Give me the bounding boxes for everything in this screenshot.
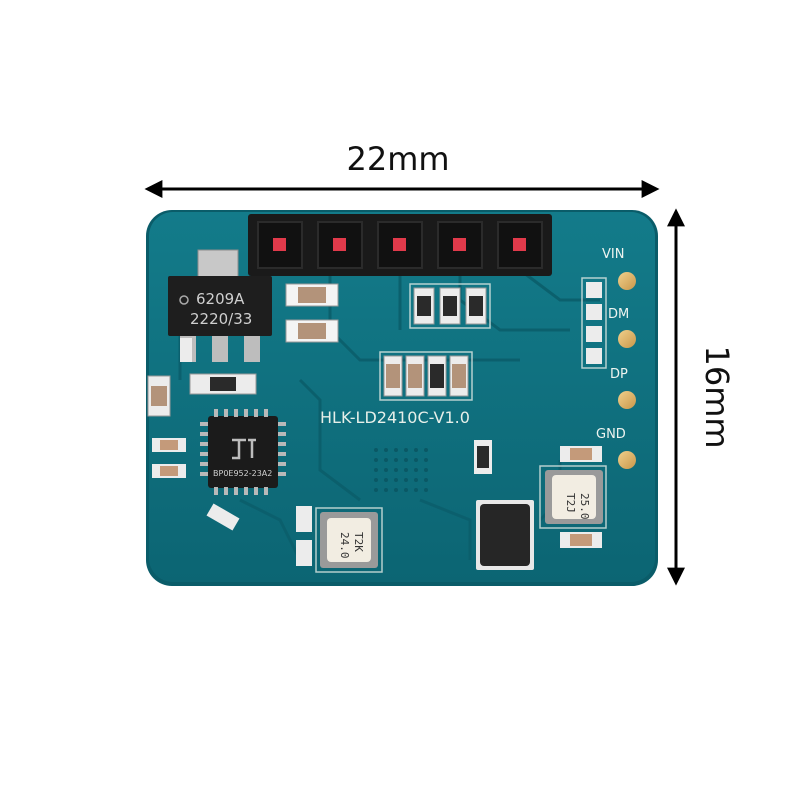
pcb-board: 6209A 2220/33 BP0E952-23A2: [146, 210, 658, 586]
width-label: 22mm: [346, 140, 449, 178]
height-dimension: 16mm: [667, 208, 736, 586]
capacitor-array: [413, 287, 487, 325]
crystal-top-line1: 25.0: [578, 493, 591, 520]
resistor-array: [586, 282, 602, 364]
mcu-marking: BP0E952-23A2: [213, 469, 272, 478]
regulator-marking-line1: 6209A: [196, 290, 245, 308]
inductor: [476, 500, 534, 570]
crystal-top-line2: T2J: [564, 493, 577, 513]
pad-dm: [618, 330, 636, 348]
capacitor: [285, 319, 339, 343]
resistor: [474, 440, 492, 474]
capacitor-array: [383, 355, 469, 397]
passive-components: [147, 282, 602, 566]
resistor: [180, 338, 192, 362]
header-pin: [257, 221, 303, 269]
regulator-marking-line2: 2220/33: [190, 310, 252, 328]
resistor: [206, 503, 240, 531]
pin-pads: VIN DM DP GND: [596, 247, 636, 469]
crystal-bottom-line2: T2K: [352, 532, 365, 552]
height-label: 16mm: [698, 345, 736, 448]
capacitor: [147, 375, 171, 417]
resistor: [152, 438, 186, 452]
pin-label-dp: DP: [610, 367, 628, 382]
pad-gnd: [618, 451, 636, 469]
header-pin: [497, 221, 543, 269]
mcu-logo-icon: [232, 438, 256, 460]
header-pin: [377, 221, 423, 269]
resistor: [152, 464, 186, 478]
model-label: HLK-LD2410C-V1.0: [320, 408, 470, 427]
resistor: [560, 532, 602, 548]
mcu-chip: BP0E952-23A2: [200, 409, 286, 495]
crystal-top: 25.0 T2J: [545, 470, 603, 524]
resistor: [560, 446, 602, 462]
width-dimension: 22mm: [144, 140, 660, 198]
pad-vin: [618, 272, 636, 290]
resistor: [296, 540, 312, 566]
crystal-bottom: 24.0 T2K: [320, 512, 378, 568]
pad-dp: [618, 391, 636, 409]
resistor: [189, 373, 257, 395]
pin-label-dm: DM: [608, 307, 629, 322]
capacitor: [285, 283, 339, 307]
header-pin: [317, 221, 363, 269]
crystal-bottom-line1: 24.0: [338, 532, 351, 559]
pin-label-vin: VIN: [602, 247, 624, 262]
pin-header: [248, 214, 552, 276]
pin-label-gnd: GND: [596, 427, 626, 442]
silkscreen-outlines: [315, 277, 607, 573]
header-pin: [437, 221, 483, 269]
via-grid: [374, 448, 428, 492]
resistor: [296, 506, 312, 532]
